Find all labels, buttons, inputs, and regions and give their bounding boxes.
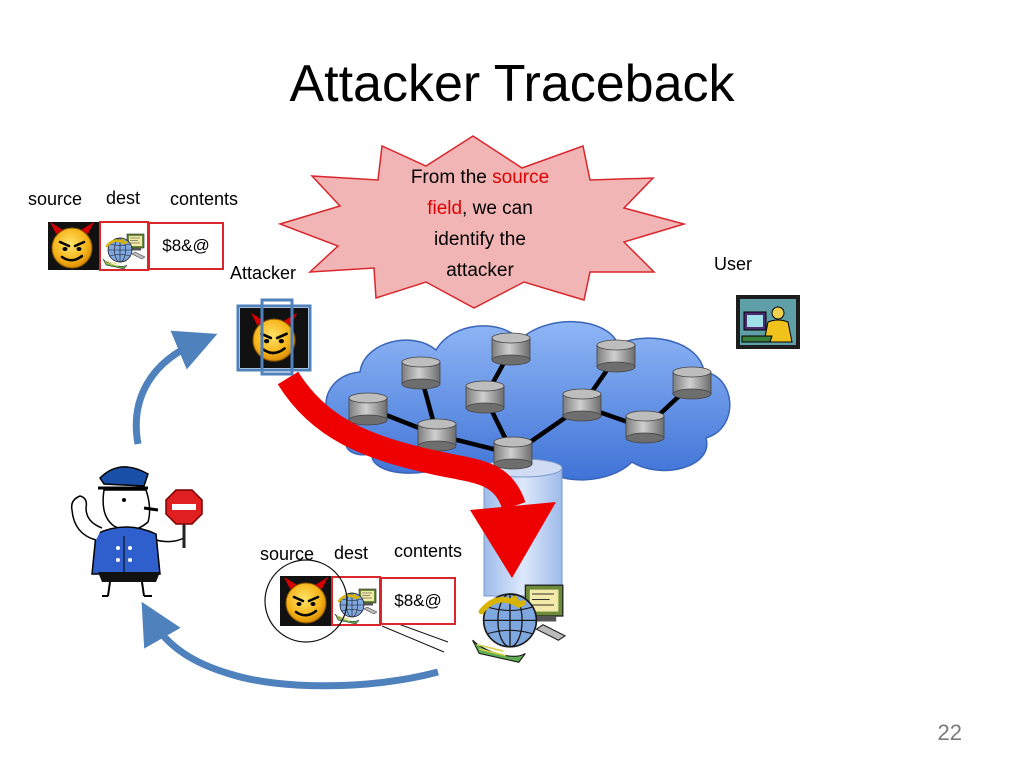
- router-icon: [465, 380, 505, 414]
- router-icon: [672, 366, 712, 400]
- slide-title: Attacker Traceback: [289, 55, 735, 113]
- callout-highlight-field: field: [427, 198, 463, 219]
- callout-line2: , we can: [462, 198, 533, 219]
- router-icon: [417, 418, 457, 452]
- top-contents-label: contents: [170, 189, 239, 209]
- top-packet: [48, 220, 149, 271]
- top-dest-label: dest: [106, 188, 141, 208]
- feedback-arrow-up: [132, 330, 218, 445]
- bottom-dest-label: dest: [334, 543, 369, 563]
- page-number: 22: [937, 720, 962, 745]
- bottom-contents-label: contents: [394, 541, 463, 561]
- router-icon: [562, 388, 602, 422]
- feedback-arrow-back: [141, 601, 439, 690]
- devil-face-icon: [282, 575, 330, 625]
- user-at-computer-icon: [736, 295, 800, 349]
- bottom-payload-box: $8&@: [380, 577, 456, 625]
- callout-line3: identify the: [434, 229, 526, 250]
- bottom-source-label: source: [260, 544, 315, 564]
- callout-starburst: [277, 135, 687, 309]
- callout-line4: attacker: [446, 260, 514, 281]
- router-icon: [491, 332, 531, 366]
- top-payload-box: $8&@: [148, 222, 224, 270]
- user-label: User: [714, 254, 753, 274]
- callout-line1: From the: [410, 167, 493, 188]
- devil-face-icon: [48, 220, 96, 270]
- router-icon: [493, 436, 533, 470]
- callout-text: From the source field, we can identify t…: [380, 162, 580, 286]
- attacker-node: [236, 298, 312, 376]
- devil-face-icon: [249, 311, 299, 363]
- top-source-label: source: [28, 189, 83, 209]
- top-payload-text: $8&@: [162, 236, 210, 255]
- router-icon: [401, 356, 441, 390]
- router-icon: [348, 392, 388, 426]
- attack-flow-arrow: [277, 371, 556, 578]
- attacker-label: Attacker: [230, 263, 297, 283]
- callout-highlight-source: source: [492, 167, 550, 188]
- police-officer-icon: [70, 466, 185, 597]
- destination-host-icon: [473, 585, 565, 662]
- router-icon: [596, 339, 636, 373]
- bottom-payload-text: $8&@: [394, 591, 442, 610]
- router-icon: [625, 410, 665, 444]
- stop-sign-icon: [165, 489, 203, 548]
